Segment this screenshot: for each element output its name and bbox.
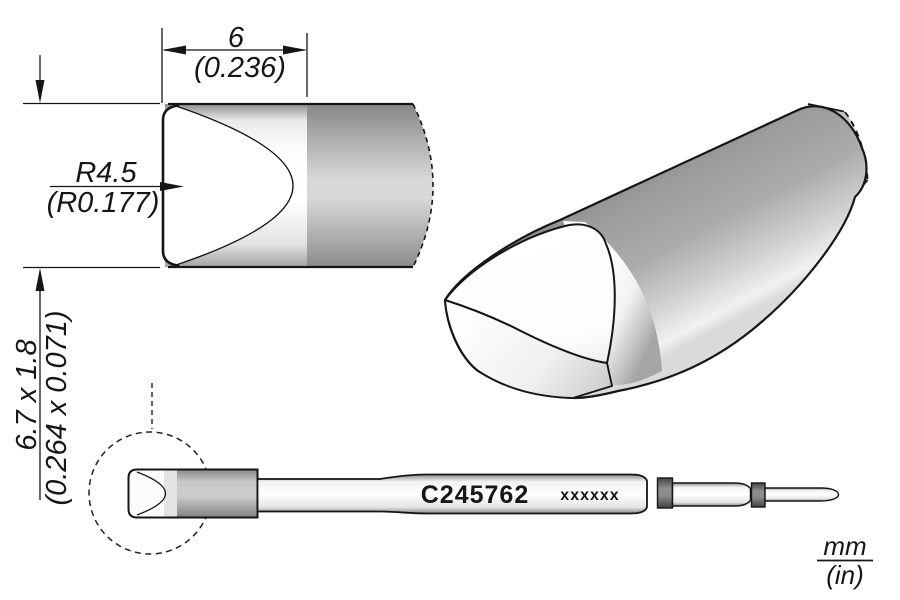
side-tail bbox=[764, 487, 840, 502]
dim-cross-in: (0.264 x 0.071) bbox=[41, 310, 73, 505]
arrowhead-right bbox=[283, 45, 307, 55]
iso-view bbox=[443, 103, 869, 400]
break-line-dashed-arc bbox=[412, 103, 434, 268]
side-tip-darkband bbox=[177, 470, 258, 517]
dim-radius-in: (R0.177) bbox=[47, 187, 160, 219]
units-secondary: (in) bbox=[826, 560, 864, 590]
iso-plating-band bbox=[563, 221, 662, 386]
units-primary: mm bbox=[823, 531, 866, 561]
front-view bbox=[161, 102, 434, 269]
side-shaft-body bbox=[256, 473, 648, 515]
concave-face-fill bbox=[163, 106, 293, 265]
iso-concave-face bbox=[444, 223, 616, 364]
side-ring-2 bbox=[750, 482, 766, 508]
dim-radius-mm: R4.5 bbox=[75, 157, 137, 189]
arrowhead-up bbox=[35, 268, 45, 291]
iso-face-cusp-edge bbox=[606, 362, 613, 387]
side-tip-lightband bbox=[164, 470, 177, 517]
side-tip-outline bbox=[127, 468, 259, 519]
part-number-label: C245762 bbox=[421, 481, 529, 509]
dim-cross-mm: 6.7 x 1.8 bbox=[11, 339, 43, 450]
dim-width-mm: 6 bbox=[228, 22, 245, 54]
side-concave-curve bbox=[136, 471, 167, 516]
side-mid-section bbox=[671, 482, 752, 507]
side-view: C245762 xxxxxx bbox=[88, 383, 840, 555]
side-ring-1 bbox=[656, 477, 674, 509]
dimension-radius: R4.5 (R0.177) bbox=[47, 157, 184, 219]
arrowhead-radius bbox=[160, 182, 184, 191]
dimension-cross-section: 6.7 x 1.8 (0.264 x 0.071) bbox=[11, 55, 160, 506]
units-legend: mm (in) bbox=[817, 531, 873, 590]
dim-width-in: (0.236) bbox=[194, 52, 286, 84]
dimension-width: 6 (0.236) bbox=[161, 22, 308, 103]
arrowhead-left bbox=[162, 45, 186, 55]
concave-curve bbox=[175, 105, 294, 266]
serial-mask-label: xxxxxx bbox=[560, 487, 619, 504]
arrowhead-down bbox=[35, 80, 45, 103]
tip-rear-section bbox=[307, 104, 433, 267]
